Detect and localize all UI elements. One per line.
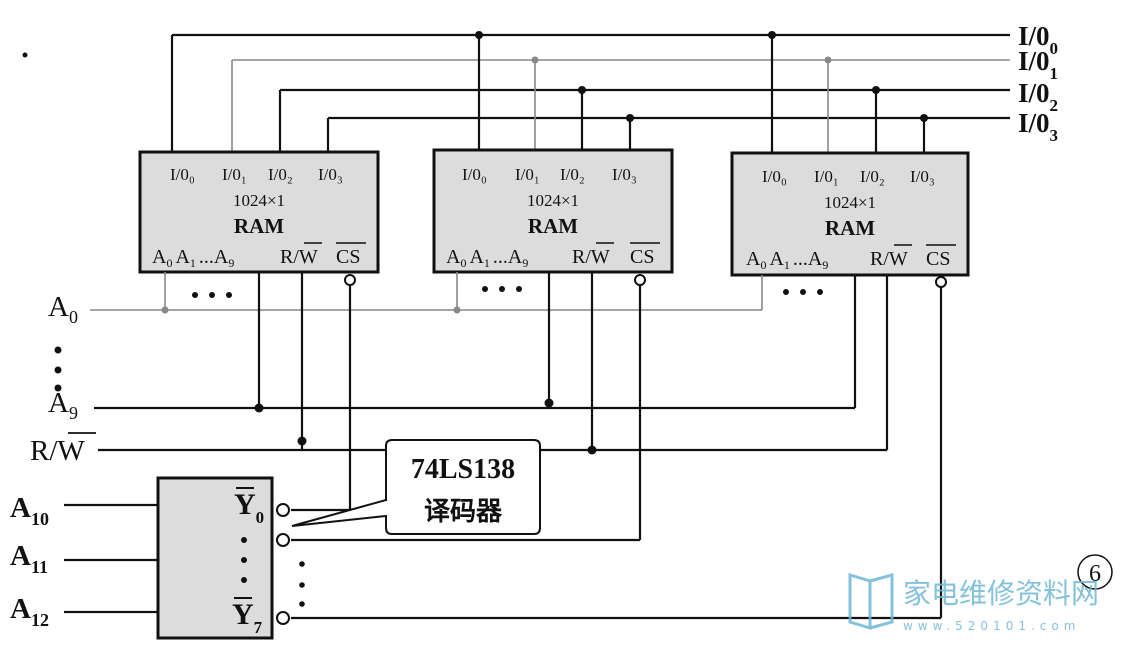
chip1-pin-io0: I/0₀ — [170, 165, 195, 184]
io1-label: I/01 — [1018, 46, 1058, 83]
chip2-pin-io3: I/0₃ — [612, 165, 637, 184]
chip3-pin-io2: I/0₂ — [860, 167, 885, 186]
decoder-output-y0: Y0 — [234, 488, 264, 527]
stray-mark — [22, 52, 28, 58]
y1-output-bubble — [276, 533, 290, 547]
callout-part-number: 74LS138 — [411, 454, 515, 485]
y7-output-bubble — [276, 611, 290, 625]
decoder-74ls138: Y0 Y7 — [156, 476, 274, 640]
chip3-capacity: 1024×1 — [824, 193, 876, 212]
chip3-pin-io0: I/0₀ — [762, 167, 787, 186]
chip1-pin-rw: R/W — [280, 246, 318, 268]
chip2-capacity: 1024×1 — [527, 191, 579, 210]
book-logo-icon — [848, 572, 872, 631]
chip2-pin-rw: R/W — [572, 246, 610, 268]
chip2-pin-cs: CS — [630, 246, 654, 268]
chip1-pin-cs: CS — [336, 246, 360, 268]
decoder-input-a10: A10 — [10, 492, 49, 529]
bus-a0-label: A0 — [48, 291, 78, 327]
io3-label: I/03 — [1018, 108, 1058, 145]
chip3-type: RAM — [825, 216, 875, 240]
chip1-pin-io3: I/0₃ — [318, 165, 343, 184]
decoder-input-a12: A12 — [10, 593, 49, 630]
decoder-callout: 74LS138 译码器 — [291, 439, 541, 535]
figure-number: 6 — [1089, 561, 1101, 587]
bus-a9-label: A9 — [48, 387, 78, 423]
bus-rw-label: R/W — [30, 435, 85, 467]
chip3-pin-io1: I/0₁ — [814, 167, 839, 186]
bus-vertical-ellipsis — [54, 346, 62, 392]
chip2-type: RAM — [528, 214, 578, 238]
watermark: 家电维修资料网 www.520101.com — [848, 572, 1099, 633]
chip3-pin-cs: CS — [926, 248, 950, 270]
io2-label: I/02 — [1018, 78, 1058, 115]
callout-description: 译码器 — [424, 497, 503, 527]
chip3-pin-io3: I/0₃ — [910, 167, 935, 186]
chip2-pin-io2: I/0₂ — [560, 165, 585, 184]
figure-number-circle — [1077, 554, 1113, 590]
chip1-capacity: 1024×1 — [233, 191, 285, 210]
chip1-pin-io1: I/0₁ — [222, 165, 247, 184]
decoder-output-y7: Y7 — [232, 598, 263, 637]
chip3-pin-rw: R/W — [870, 248, 908, 270]
chip1-type: RAM — [234, 214, 284, 238]
decoder-input-a11: A11 — [10, 540, 48, 577]
y0-output-bubble — [276, 503, 290, 517]
watermark-url: www.520101.com — [903, 619, 1080, 633]
chip1-pin-io2: I/0₂ — [268, 165, 293, 184]
watermark-brand: 家电维修资料网 — [903, 577, 1099, 610]
address-pin-ellipsis — [192, 286, 823, 298]
io0-label: I/00 — [1018, 21, 1058, 58]
chip2-pin-io1: I/0₁ — [515, 165, 540, 184]
chip2-pin-io0: I/0₀ — [462, 165, 487, 184]
